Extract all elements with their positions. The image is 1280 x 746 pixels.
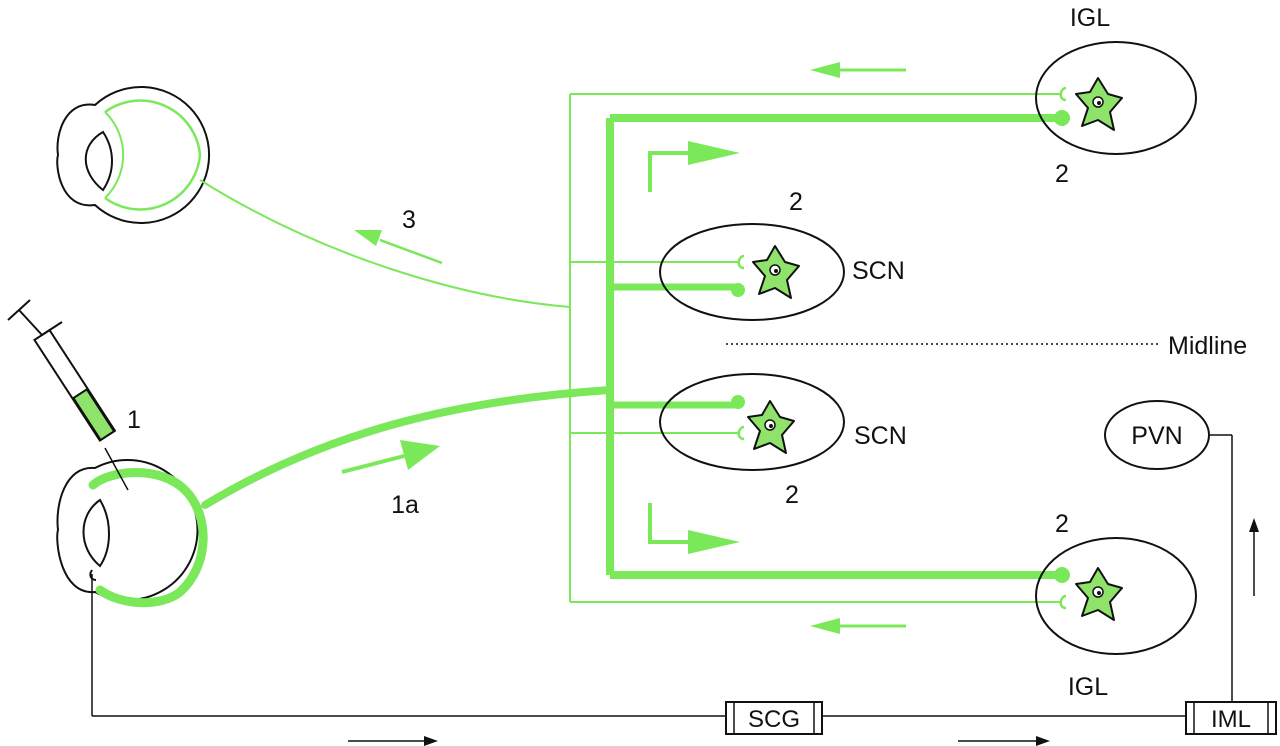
iml-label: IML: [1211, 706, 1251, 733]
igl-top-label: IGL: [1070, 4, 1110, 32]
scg-box: SCG: [725, 701, 823, 735]
sympathetic-pathway: [91, 434, 1259, 746]
iml-box: IML: [1185, 701, 1277, 735]
midline-label: Midline: [1168, 332, 1247, 360]
contralateral-eye-icon: [56, 86, 211, 224]
step-3-label: 3: [402, 206, 416, 234]
scg-label: SCG: [748, 706, 800, 733]
igl-bottom-label: IGL: [1068, 673, 1108, 701]
scn-lower-label: SCN: [854, 422, 907, 450]
step-1a-label: 1a: [391, 491, 419, 519]
tracer-pathways: [199, 86, 1070, 610]
step-2-top-igl-label: 2: [1055, 160, 1069, 188]
step-2-lower-scn-label: 2: [785, 481, 799, 509]
scn-lower-nucleus: [659, 373, 845, 471]
scn-upper-label: SCN: [852, 257, 905, 285]
step-2-upper-scn-label: 2: [789, 188, 803, 216]
igl-bottom-nucleus: [1035, 537, 1197, 655]
pvn-label: PVN: [1131, 422, 1182, 450]
injected-eye-icon: [56, 459, 208, 608]
scn-upper-nucleus: [659, 223, 845, 321]
step-1-label: 1: [127, 406, 141, 434]
neuron-icon: [752, 245, 800, 299]
neuron-icon: [747, 400, 795, 454]
tracer-direction-arrows: [341, 62, 906, 634]
igl-top-nucleus: [1035, 41, 1197, 155]
neuron-icon: [1075, 567, 1123, 621]
neuron-icon: [1075, 77, 1123, 131]
syringe-icon: [7, 299, 129, 491]
step-2-bottom-igl-label: 2: [1055, 510, 1069, 538]
